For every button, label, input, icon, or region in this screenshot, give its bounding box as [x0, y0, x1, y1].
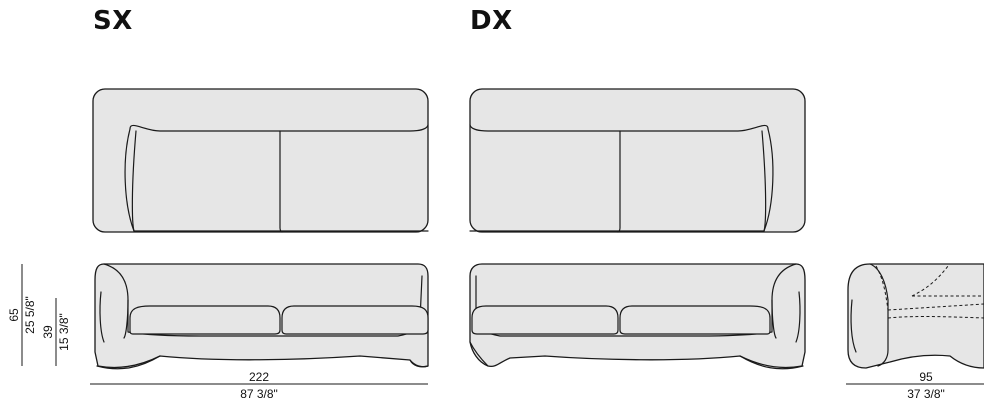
seat-height-cm: 39 [41, 325, 55, 339]
sofa-dx-front-view [469, 263, 806, 370]
dimension-height: 65 25 5/8" 39 15 3/8" [7, 264, 71, 366]
label-dx: DX [470, 6, 513, 36]
depth-cm: 95 [919, 370, 933, 384]
height-in: 25 5/8" [23, 296, 37, 334]
width-cm: 222 [249, 370, 269, 384]
sofa-sx-top-view [92, 88, 429, 233]
depth-in: 37 3/8" [907, 387, 945, 401]
sofa-sx-front-view [94, 263, 429, 370]
label-sx: SX [93, 6, 133, 36]
sofa-dx-top-view [469, 88, 806, 233]
seat-height-in: 15 3/8" [57, 313, 71, 351]
width-in: 87 3/8" [240, 387, 278, 401]
dimension-width: 222 87 3/8" [90, 370, 428, 401]
sofa-side-view [847, 263, 984, 369]
dimension-depth: 95 37 3/8" [846, 370, 984, 401]
height-cm: 65 [7, 308, 21, 322]
